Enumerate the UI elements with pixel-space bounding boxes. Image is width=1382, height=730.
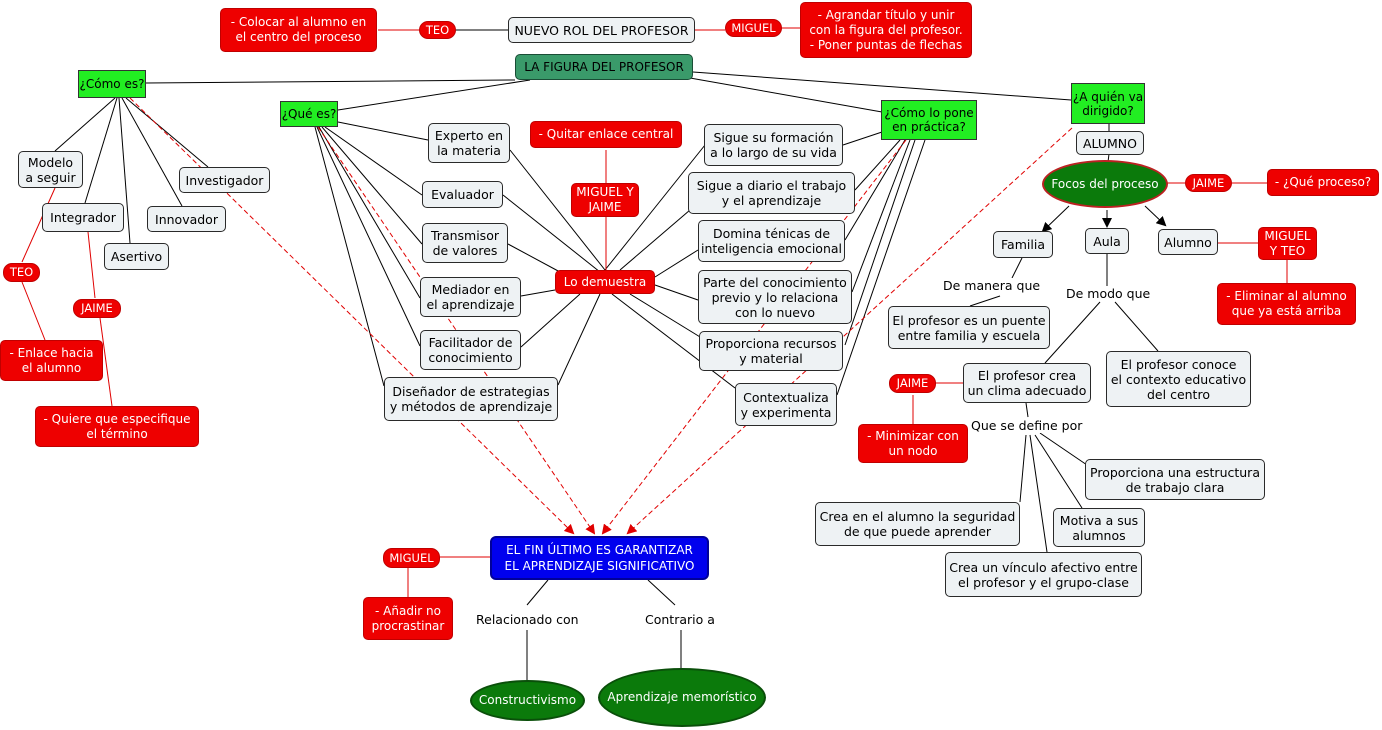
node-memoristico[interactable]: Aprendizaje memorístico: [598, 668, 766, 727]
node-motiva[interactable]: Motiva a sus alumnos: [1053, 508, 1145, 547]
comment-miguel-note-fin[interactable]: - Añadir no procrastinar: [363, 597, 453, 640]
comment-jaime-tag-clima[interactable]: JAIME: [889, 374, 936, 393]
node-nuevo-rol[interactable]: NUEVO ROL DEL PROFESOR: [508, 17, 695, 43]
node-seguridad[interactable]: Crea en el alumno la seguridad de que pu…: [815, 502, 1020, 546]
node-mediador[interactable]: Mediador en el aprendizaje: [420, 277, 521, 317]
node-familia[interactable]: Familia: [993, 231, 1053, 258]
comment-miguel-teo-note[interactable]: - Eliminar al alumno que ya está arriba: [1217, 283, 1356, 325]
comment-jaime-note-focos[interactable]: - ¿Qué proceso?: [1267, 169, 1379, 196]
comment-teo-tag-top[interactable]: TEO: [419, 21, 456, 39]
comment-jaime-tag-focos[interactable]: JAIME: [1185, 174, 1232, 192]
node-puente[interactable]: El profesor es un puente entre familia y…: [888, 306, 1050, 349]
comment-quitar-note[interactable]: - Quitar enlace central: [530, 121, 682, 148]
comment-teo-tag-left[interactable]: TEO: [3, 263, 40, 282]
node-alumno-top[interactable]: ALUMNO: [1076, 131, 1144, 155]
node-experto[interactable]: Experto en la materia: [428, 123, 510, 163]
label-de-modo-que: De modo que: [1064, 286, 1153, 301]
node-disenador[interactable]: Diseñador de estrategias y métodos de ap…: [384, 377, 558, 421]
node-parte[interactable]: Parte del conocimiento previo y lo relac…: [698, 270, 852, 324]
comment-miguel-note-top[interactable]: - Agrandar título y unir con la figura d…: [800, 2, 972, 58]
node-innovador[interactable]: Innovador: [147, 206, 226, 232]
node-alumno[interactable]: Alumno: [1158, 229, 1218, 255]
node-fin-ultimo[interactable]: EL FIN ÚLTIMO ES GARANTIZAR EL APRENDIZA…: [490, 536, 709, 580]
comment-teo-note-left[interactable]: - Enlace hacia el alumno: [0, 340, 103, 381]
node-estructura[interactable]: Proporciona una estructura de trabajo cl…: [1085, 459, 1265, 500]
node-domina[interactable]: Domina ténicas de inteligencia emocional: [698, 220, 845, 262]
node-aula[interactable]: Aula: [1085, 228, 1129, 254]
node-sigue-formacion[interactable]: Sigue su formación a lo largo de su vida: [704, 124, 843, 166]
node-contexto[interactable]: El profesor conoce el contexto educativo…: [1106, 351, 1251, 407]
node-vinculo[interactable]: Crea un vínculo afectivo entre el profes…: [945, 552, 1142, 597]
label-relacionado: Relacionado con: [474, 612, 581, 627]
comment-jaime-note-clima[interactable]: - Minimizar con un nodo: [858, 424, 968, 463]
node-a-quien[interactable]: ¿A quién va dirigido?: [1071, 83, 1145, 124]
node-investigador[interactable]: Investigador: [179, 167, 270, 193]
node-sigue-diario[interactable]: Sigue a diario el trabajo y el aprendiza…: [688, 172, 855, 214]
node-que-es[interactable]: ¿Qué es?: [280, 101, 338, 127]
node-como-es[interactable]: ¿Cómo es?: [78, 70, 146, 98]
node-facilitador[interactable]: Facilitador de conocimiento: [420, 330, 521, 370]
comment-miguel-tag-top[interactable]: MIGUEL: [725, 19, 782, 37]
comment-teo-note-top[interactable]: - Colocar al alumno en el centro del pro…: [220, 8, 377, 52]
comment-miguel-tag-fin[interactable]: MIGUEL: [383, 548, 440, 568]
node-clima[interactable]: El profesor crea un clima adecuado: [963, 363, 1091, 403]
node-modelo[interactable]: Modelo a seguir: [18, 151, 83, 188]
node-figura-profesor[interactable]: LA FIGURA DEL PROFESOR: [515, 54, 693, 80]
comment-jaime-tag-left[interactable]: JAIME: [73, 299, 121, 318]
label-que-se-define: Que se define por: [969, 418, 1085, 433]
node-contextualiza[interactable]: Contextualiza y experimenta: [735, 383, 837, 426]
comment-jaime-note-left[interactable]: - Quiere que especifique el término: [35, 406, 199, 447]
node-proporciona[interactable]: Proporciona recursos y material: [699, 331, 843, 371]
node-integrador[interactable]: Integrador: [42, 203, 124, 232]
node-lo-demuestra[interactable]: Lo demuestra: [555, 270, 655, 294]
node-asertivo[interactable]: Asertivo: [104, 243, 169, 270]
node-constructivismo[interactable]: Constructivismo: [470, 680, 585, 721]
label-contrario: Contrario a: [643, 612, 717, 627]
node-focos[interactable]: Focos del proceso: [1042, 160, 1168, 208]
node-transmisor[interactable]: Transmisor de valores: [422, 223, 508, 263]
node-evaluador[interactable]: Evaluador: [422, 181, 503, 208]
node-como-pone[interactable]: ¿Cómo lo pone en práctica?: [881, 100, 977, 140]
comment-miguel-teo-tag[interactable]: MIGUEL Y TEO: [1258, 227, 1317, 260]
comment-miguel-jaime-tag[interactable]: MIGUEL Y JAIME: [571, 183, 639, 217]
label-de-manera-que: De manera que: [941, 278, 1043, 293]
